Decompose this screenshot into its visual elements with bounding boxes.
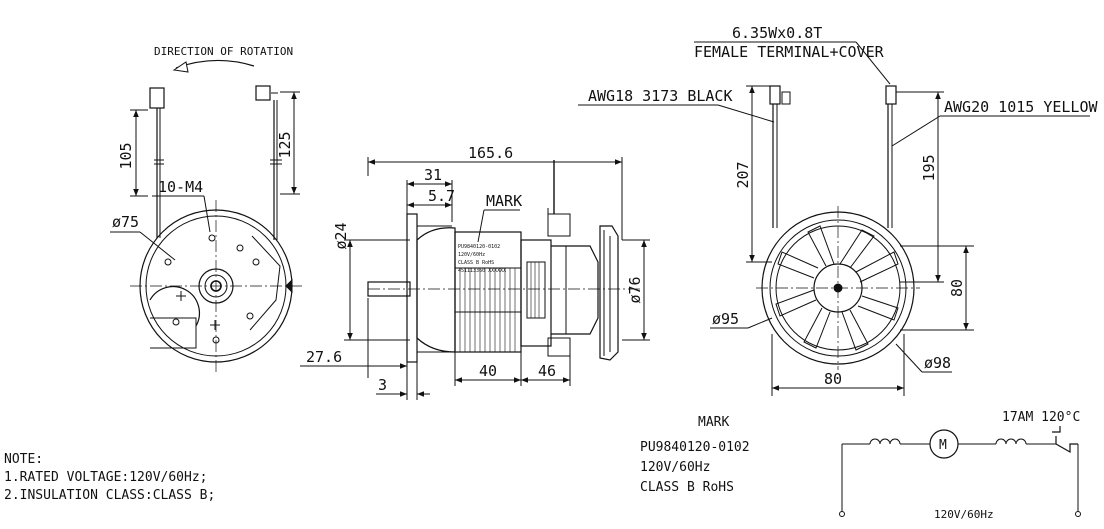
dim-yellow-length: 195 (920, 154, 938, 181)
mark-line-2: 120V/60Hz (640, 460, 710, 475)
rear-housing (520, 239, 552, 347)
fan (599, 225, 619, 361)
wiring-schematic (839, 426, 1081, 517)
dim-diameter-98: ø98 (924, 354, 951, 372)
dim-lead-right: 125 (276, 131, 294, 158)
thermal-protector (1052, 426, 1078, 454)
wire-black-label: AWG18 3173 BLACK (588, 87, 733, 105)
dim-shaft-dia: ø24 (332, 222, 350, 249)
black-wire-terminal (769, 85, 781, 105)
dim-flange: 3 (378, 376, 387, 394)
dim-diameter-95: ø95 (712, 310, 739, 328)
note-line-2: 2.INSULATION CLASS:CLASS B; (4, 488, 215, 503)
dim-5-7: 5.7 (428, 187, 455, 205)
motor-letter: M (939, 438, 947, 453)
dim-31: 31 (424, 166, 442, 184)
nameplate-line-2: 120V/60Hz (458, 252, 485, 258)
nameplate-line-3: CLASS B RoHS (458, 260, 494, 266)
stator-laminations (459, 268, 516, 352)
coil-right (995, 438, 1027, 445)
dim-overall-length: 165.6 (468, 144, 513, 162)
right-terminal (255, 85, 271, 101)
left-end-view (110, 59, 302, 372)
dim-width-80: 80 (824, 370, 842, 388)
dim-lead-left: 105 (117, 142, 135, 169)
note-line-1: 1.RATED VOLTAGE:120V/60Hz; (4, 470, 208, 485)
dim-height-80: 80 (948, 279, 966, 297)
terminal-spec: 6.35Wx0.8T (732, 24, 822, 42)
nameplate-line-4: 451113360 XXXXXX (458, 268, 506, 274)
yellow-wire-terminal (885, 85, 897, 105)
dim-black-length: 207 (734, 161, 752, 188)
mark-line-3: CLASS B RoHS (640, 480, 734, 495)
supply-label: 120V/60Hz (934, 508, 994, 521)
rotation-arrow (175, 59, 255, 69)
thermal-label: 17AM 120°C (1002, 410, 1080, 425)
mark-label: MARK (486, 192, 522, 210)
dim-fan-depth: 46 (538, 362, 556, 380)
dim-stator: 40 (479, 362, 497, 380)
terminal-label: FEMALE TERMINAL+COVER (694, 43, 885, 61)
coil-left (869, 438, 901, 445)
wire-yellow-label: AWG20 1015 YELLOW (944, 98, 1098, 116)
dim-diameter-75: ø75 (112, 213, 139, 231)
fan-blades (775, 225, 899, 351)
left-terminal (149, 87, 165, 109)
dim-shaft-ext: 27.6 (306, 348, 342, 366)
mark-title: MARK (698, 415, 729, 430)
mark-line-1: PU9840120-0102 (640, 440, 750, 455)
right-end-view (578, 41, 1090, 396)
rotation-label: DIRECTION OF ROTATION (154, 45, 293, 58)
dim-fan-dia: ø76 (626, 276, 644, 303)
side-view (300, 157, 650, 400)
housing-front (416, 227, 456, 353)
dim-holes: 10-M4 (158, 178, 203, 196)
nameplate-line-1: PU9840120-0102 (458, 244, 500, 250)
notes-heading: NOTE: (4, 452, 43, 467)
